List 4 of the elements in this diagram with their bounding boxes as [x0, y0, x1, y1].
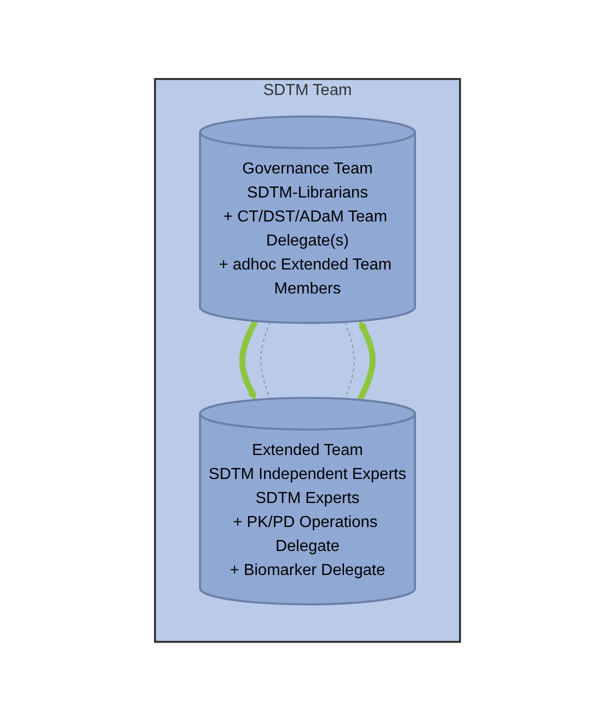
- connector: [344, 322, 355, 400]
- connector: [260, 322, 270, 400]
- arrow: [239, 320, 258, 400]
- arrow: [357, 320, 376, 402]
